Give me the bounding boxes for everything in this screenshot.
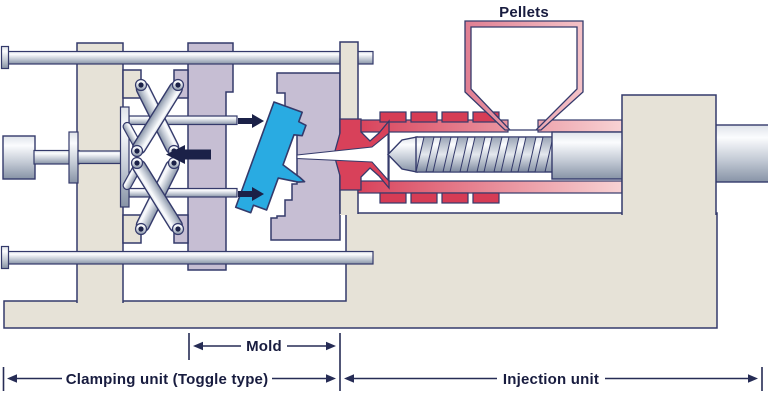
rod-through-plate xyxy=(77,150,123,165)
molded-part xyxy=(234,101,307,214)
heater-band xyxy=(379,192,407,204)
tie-bar-bottom xyxy=(1,250,374,265)
clamping-unit-label: Clamping unit (Toggle type) xyxy=(66,371,269,388)
heater-band xyxy=(441,111,469,123)
clamp-direction-arrow xyxy=(166,145,211,164)
dimension-injection-unit: Injection unit xyxy=(344,371,758,388)
tie-bar-top-cap xyxy=(0,45,10,70)
tie-bar-top xyxy=(1,50,374,65)
eject-arrow-bottom xyxy=(238,187,264,201)
clamp-cylinder xyxy=(2,135,36,180)
screw-tip xyxy=(387,136,418,173)
eject-arrow-top xyxy=(238,114,264,128)
dimension-mold: Mold xyxy=(188,333,341,391)
injection-unit-label: Injection unit xyxy=(503,371,599,388)
hopper xyxy=(464,20,584,131)
heater-bands xyxy=(379,111,500,204)
toggle-mechanism xyxy=(119,78,185,236)
machine-base xyxy=(3,212,718,329)
heater-band xyxy=(410,111,438,123)
ejector-rod-top xyxy=(128,115,238,126)
heater-band xyxy=(441,192,469,204)
tie-bar-bottom-cap xyxy=(0,245,10,270)
drive-cylinder xyxy=(713,124,768,183)
screw-shank xyxy=(551,131,625,180)
heater-band xyxy=(472,192,500,204)
heater-band xyxy=(379,111,407,123)
heater-band xyxy=(410,192,438,204)
rod-flange xyxy=(68,131,79,184)
barrel-wall-bottom xyxy=(357,180,623,194)
dimension-clamping-unit: Clamping unit (Toggle type) xyxy=(2,367,763,391)
drive-block xyxy=(621,94,717,215)
sprue-channel xyxy=(296,132,389,182)
screw xyxy=(387,131,625,180)
pellets-label: Pellets xyxy=(499,4,549,21)
mold-label: Mold xyxy=(246,338,282,355)
crosshead xyxy=(119,106,130,208)
screw-flights xyxy=(415,136,554,173)
